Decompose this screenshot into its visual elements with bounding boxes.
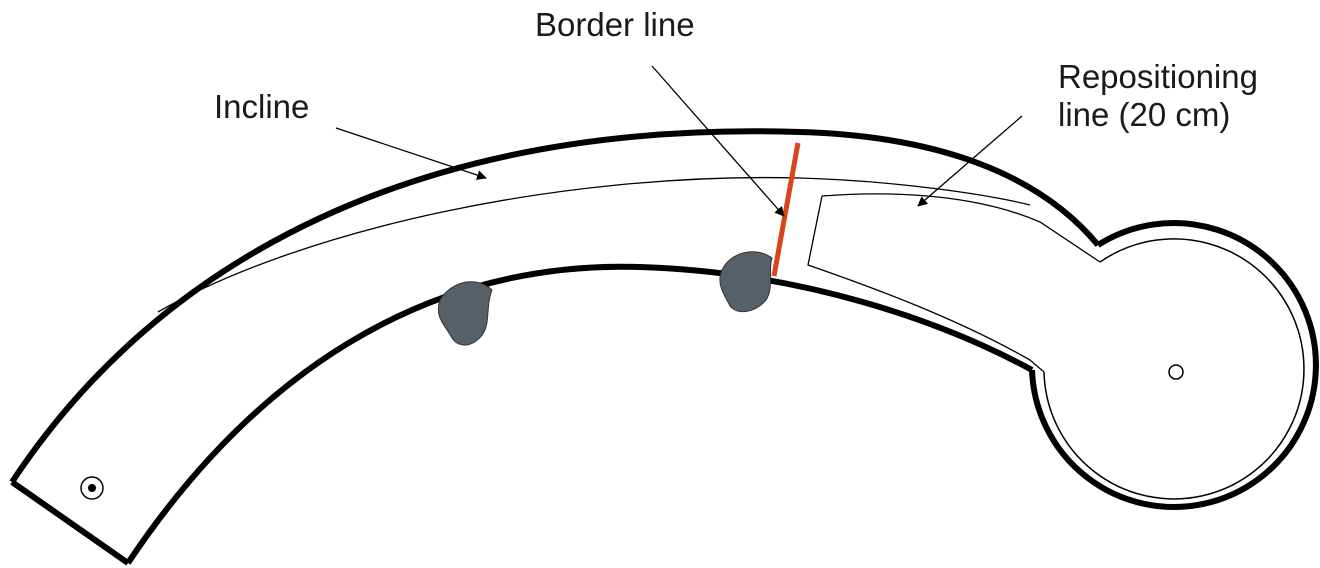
repositioning-label: Repositioning line (20 cm) — [1058, 58, 1258, 134]
track-start-cap — [10, 479, 130, 566]
track-inner-edge — [125, 263, 1034, 565]
blob-left — [438, 281, 493, 346]
track-outer-edge — [9, 128, 1101, 484]
incline-arrow — [335, 127, 487, 180]
repositioning-label-line-1: Repositioning — [1058, 58, 1258, 95]
end-hole-icon — [1168, 364, 1184, 380]
repositioning-label-line-2: line (20 cm) — [1058, 96, 1231, 133]
circular-end-outer — [1029, 220, 1319, 511]
incline-line — [157, 176, 1031, 313]
border-line — [771, 142, 801, 277]
repositioning-zone — [807, 193, 1101, 373]
circular-end-inner — [1043, 238, 1305, 500]
border-line-label: Border line — [535, 6, 695, 43]
incline-label: Incline — [214, 88, 310, 125]
border-line-arrow — [651, 65, 785, 217]
blob-right — [719, 251, 773, 313]
start-point-dot — [88, 484, 96, 492]
repositioning-arrow — [917, 115, 1023, 207]
